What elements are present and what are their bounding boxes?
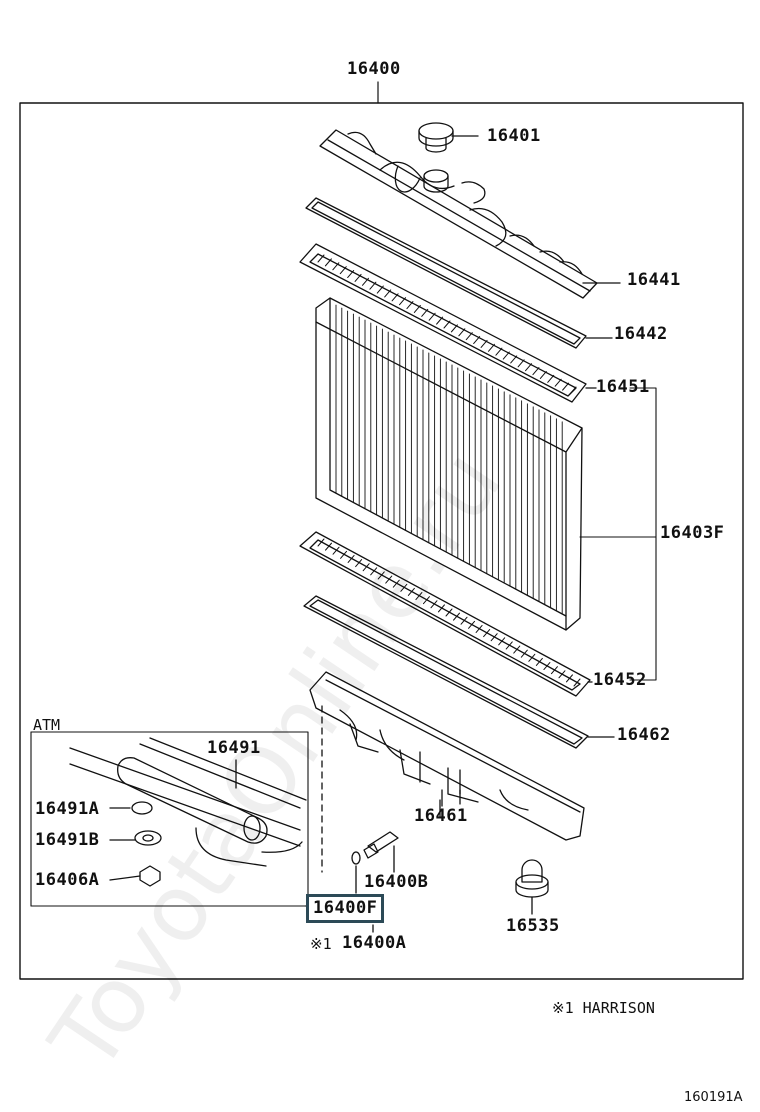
- label-16442: 16442: [614, 324, 668, 344]
- label-16491A: 16491A: [35, 799, 100, 819]
- label-16535: 16535: [506, 916, 560, 936]
- atm-label: ATM: [33, 716, 61, 734]
- label-16406A: 16406A: [35, 870, 100, 890]
- atm-frame: [30, 731, 309, 907]
- lower-tank-16461: [309, 671, 585, 841]
- diagram-code: 160191A: [684, 1090, 743, 1105]
- cap-16535: [515, 859, 549, 915]
- label-16403F: 16403F: [660, 523, 725, 543]
- label-16451: 16451: [596, 377, 650, 397]
- label-16400B: 16400B: [364, 872, 429, 892]
- footnote: ※1 HARRISON: [552, 999, 655, 1017]
- label-16441: 16441: [627, 270, 681, 290]
- label-16462: 16462: [617, 725, 671, 745]
- assembly-frame: [19, 102, 744, 980]
- radiator-core-16403F: [315, 297, 583, 631]
- label-16401: 16401: [487, 126, 541, 146]
- label-16400F-highlighted[interactable]: 16400F: [306, 894, 385, 923]
- packing-16442: [305, 197, 613, 349]
- drain-cock-16400B: [351, 831, 399, 933]
- label-16452: 16452: [593, 670, 647, 690]
- note-mark: ※1: [310, 935, 332, 953]
- oil-cooler-pipe-16491: [69, 737, 307, 887]
- core-plate-16451: [299, 243, 597, 403]
- label-16491B: 16491B: [35, 830, 100, 850]
- label-16400A: 16400A: [342, 933, 407, 953]
- label-16461: 16461: [414, 806, 468, 826]
- label-16491: 16491: [207, 738, 261, 758]
- radiator-cap-16401: [418, 122, 479, 153]
- core-plate-16452: [299, 531, 593, 697]
- label-16400: 16400: [347, 59, 401, 79]
- upper-tank-16441: [319, 129, 621, 299]
- packing-16462: [303, 595, 615, 749]
